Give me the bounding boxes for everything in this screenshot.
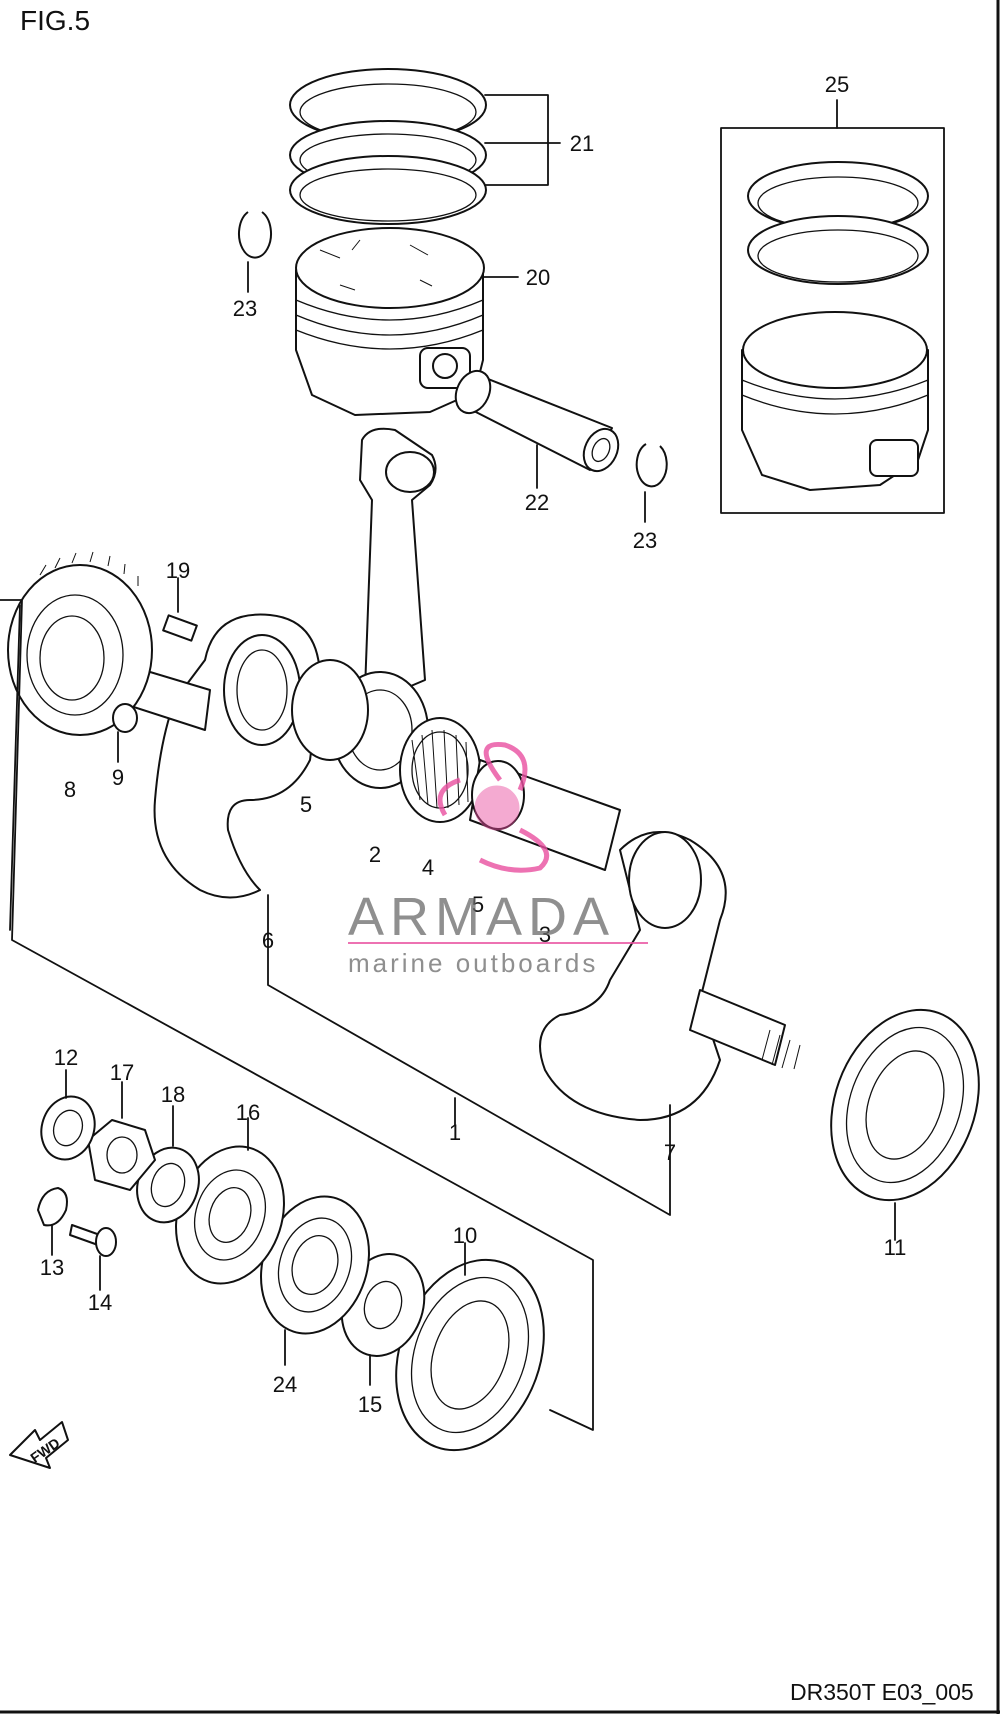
callout-25: 25 (825, 72, 849, 97)
callout-10: 10 (453, 1223, 477, 1248)
bearing-12-part (40, 1095, 96, 1161)
piston-set-box (720, 127, 945, 514)
callout-14: 14 (88, 1290, 112, 1315)
gear-16-part (175, 1145, 285, 1285)
callout-15: 15 (358, 1392, 382, 1417)
piston-part (295, 227, 485, 416)
figure-label: FIG.5 (20, 5, 90, 36)
watermark-tagline: marine outboards (348, 948, 598, 978)
piston-pin-part (454, 369, 620, 473)
circlip-left-part (238, 211, 272, 259)
callout-9: 9 (112, 765, 124, 790)
callout-12: 12 (54, 1045, 78, 1070)
callout-1: 1 (449, 1120, 461, 1145)
timing-gear-left-part (7, 551, 153, 736)
figure-code: DR350T E03_005 (790, 1679, 974, 1705)
callout-5a: 5 (300, 792, 312, 817)
crank-web-left-part (153, 613, 321, 899)
right-shaft-part (689, 989, 786, 1066)
callout-20: 20 (526, 265, 550, 290)
callout-8: 8 (64, 777, 76, 802)
callout-16: 16 (236, 1100, 260, 1125)
piston-set-part (741, 161, 929, 491)
thrust-washer-part (291, 659, 369, 761)
callout-5b: 5 (472, 892, 484, 917)
watermark: ARMADA marine outboards (348, 741, 648, 978)
watermark-brand: ARMADA (348, 887, 615, 947)
callout-23b: 23 (633, 528, 657, 553)
dowel-pin-part (112, 703, 138, 733)
callout-22: 22 (525, 490, 549, 515)
callout-7: 7 (664, 1140, 676, 1165)
screw-part (69, 1224, 117, 1257)
key-part (162, 614, 198, 642)
callout-4: 4 (422, 855, 434, 880)
callout-21: 21 (570, 131, 594, 156)
watermark-logo-icon (437, 741, 550, 873)
callout-3: 3 (539, 922, 551, 947)
callout-11: 11 (884, 1235, 907, 1260)
callout-18: 18 (161, 1082, 185, 1107)
callout-19: 19 (166, 558, 190, 583)
callout-13: 13 (40, 1255, 64, 1280)
callout-23a: 23 (233, 296, 257, 321)
nut-part (87, 1119, 156, 1191)
callout-24: 24 (273, 1372, 297, 1397)
callout-6: 6 (262, 928, 274, 953)
crank-web-right-part (539, 831, 727, 1121)
piston-rings-part (289, 68, 487, 225)
callout-17: 17 (110, 1060, 134, 1085)
needle-bearing-part (399, 717, 481, 823)
ball-bearing-right-part (830, 1008, 980, 1202)
fwd-arrow-icon: FWD (9, 1421, 69, 1469)
callout-2: 2 (369, 842, 381, 867)
circlip-right-part (635, 443, 668, 488)
clip-13-part (37, 1187, 68, 1227)
